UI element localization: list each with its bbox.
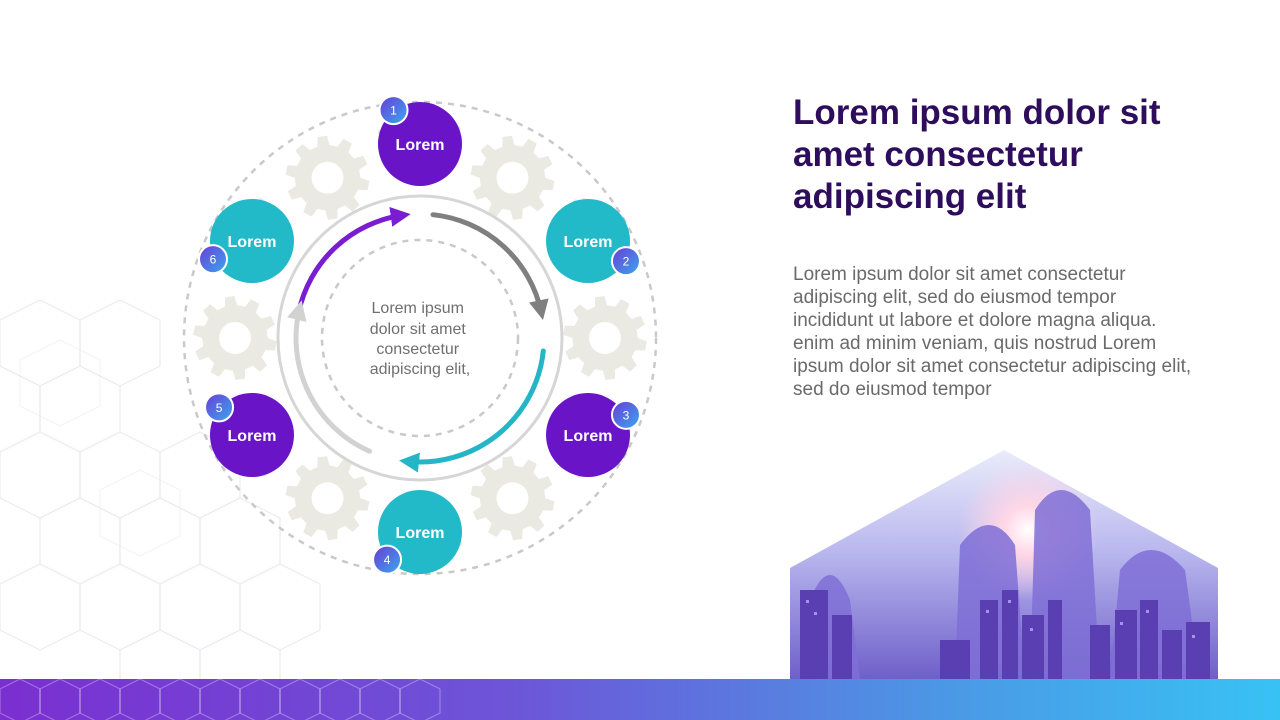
node-label: Lorem [228,234,277,251]
step-number-badge: 3 [610,399,641,430]
gear-icon [470,456,555,541]
cycle-node: Lorem 1 [378,95,462,186]
step-number: 1 [390,104,397,118]
slide-title: Lorem ipsum dolor sit amet consectetur a… [793,93,1161,216]
cycle-node: Lorem 2 [546,199,641,283]
step-number: 2 [623,255,630,269]
city-business-photo [790,450,1218,680]
center-text-line: adipiscing elit, [370,361,471,378]
outer-dashed-ring [182,100,658,576]
cycle-diagram: Lorem ipsum dolor sit amet consectetur a… [182,95,658,576]
step-number-badge: 6 [198,244,229,275]
node-circle [209,199,294,283]
step-number: 6 [210,253,217,267]
gear-icon [285,456,370,541]
node-circle [546,393,631,477]
bottom-gradient-bar [0,679,1280,720]
gear-icon [285,135,370,220]
center-text-line: dolor sit amet [370,321,467,338]
node-circle [546,199,631,283]
node-label: Lorem [396,525,445,542]
step-number-badge: 2 [610,246,641,277]
arrow-arc-teal [399,348,546,473]
gear-icon [193,296,277,380]
inner-ring [276,194,564,482]
node-label: Lorem [564,234,613,251]
arrow-arc-gray [430,212,549,321]
slide-body-text: Lorem ipsum dolor sit amet consectetur a… [793,264,1192,400]
node-label: Lorem [228,428,277,445]
node-label: Lorem [564,428,613,445]
gear-icon [563,296,647,380]
gear-icon [470,135,555,220]
step-number-badge: 4 [372,544,403,575]
arrow-arc-light [287,300,373,454]
cycle-node: Lorem 4 [372,490,462,575]
cycle-node: Lorem 6 [198,199,294,283]
cycle-node: Lorem 5 [204,392,294,477]
step-number-badge: 5 [204,392,235,423]
step-number-badge: 1 [378,95,409,126]
step-number: 4 [384,553,391,567]
cycle-node: Lorem 3 [546,393,641,477]
center-text-line: consectetur [376,341,459,358]
arrow-arc-purple [296,206,411,315]
center-text-line: Lorem ipsum [372,300,464,317]
step-number: 3 [623,408,630,422]
node-label: Lorem [396,137,445,154]
step-number: 5 [216,401,223,415]
hexagon-pattern-background [0,300,321,680]
center-text: Lorem ipsum dolor sit amet consectetur a… [370,300,471,378]
bottom-bar-hex-pattern [0,679,441,720]
inner-dashed-ring [320,238,520,438]
